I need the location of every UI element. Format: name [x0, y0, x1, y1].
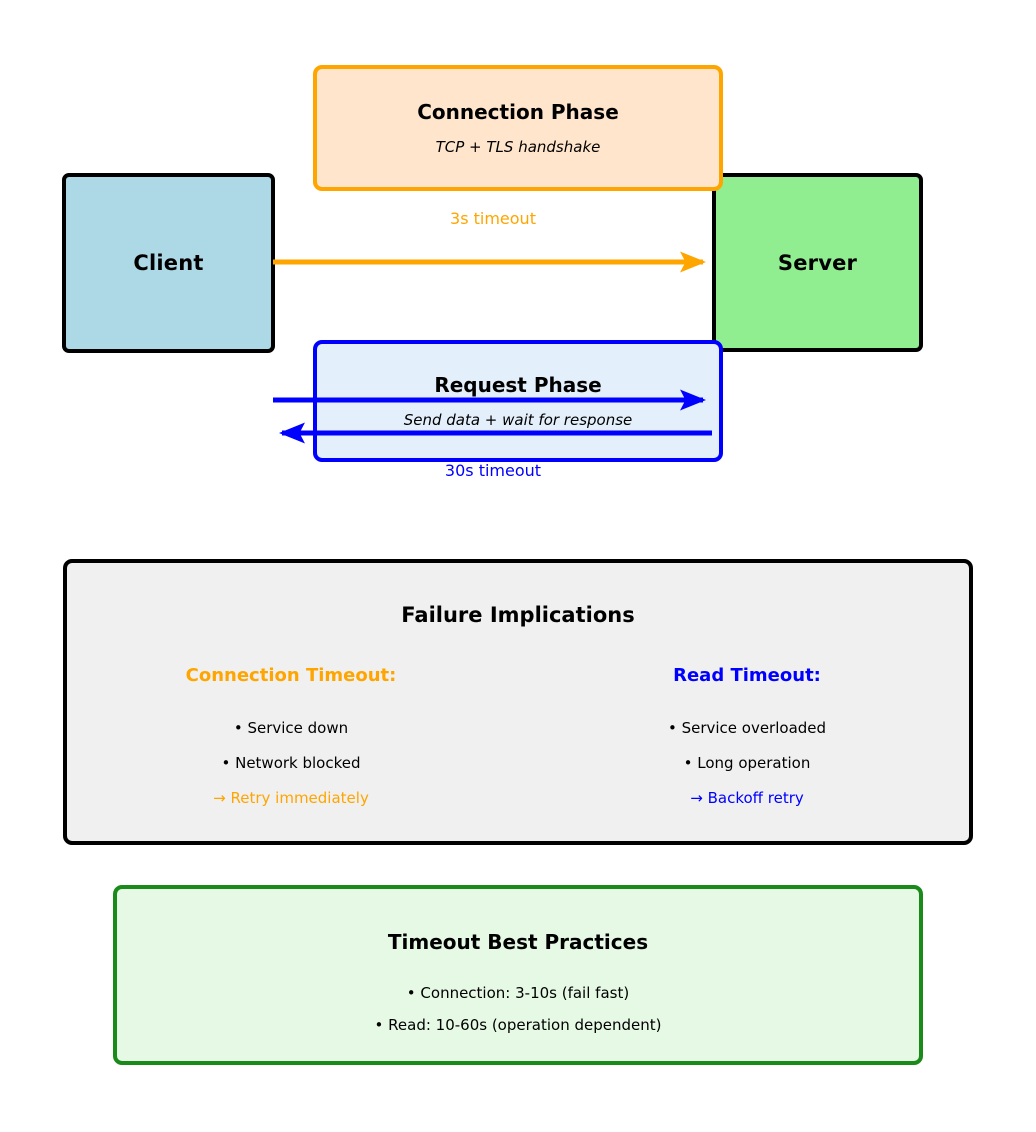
failure-list-item: • Long operation: [683, 754, 811, 772]
best-practices-panel: Timeout Best Practices • Connection: 3-1…: [113, 885, 923, 1065]
client-node: Client: [62, 173, 275, 353]
connection-timeout-label: 3s timeout: [450, 209, 536, 228]
failure-column-title: Read Timeout:: [673, 665, 821, 686]
failure-implications-panel: Failure Implications Connection Timeout:…: [63, 559, 973, 845]
failure-action-text: → Retry immediately: [213, 789, 369, 807]
server-node: Server: [712, 173, 923, 352]
best-practices-title: Timeout Best Practices: [387, 930, 649, 954]
failure-list-item: • Network blocked: [221, 754, 361, 772]
server-label: Server: [777, 250, 858, 275]
failure-column-read-timeout: Read Timeout: • Service overloaded • Lon…: [537, 665, 957, 807]
failure-panel-title: Failure Implications: [401, 603, 635, 627]
request-timeout-label: 30s timeout: [444, 461, 542, 480]
failure-column-connection-timeout: Connection Timeout: • Service down • Net…: [81, 665, 501, 807]
best-practice-item: • Connection: 3-10s (fail fast): [406, 984, 630, 1002]
failure-action-text: → Backoff retry: [690, 789, 804, 807]
connection-phase-subtitle: TCP + TLS handshake: [435, 138, 601, 156]
best-practice-item: • Read: 10-60s (operation dependent): [374, 1016, 662, 1034]
failure-list-item: • Service down: [233, 719, 349, 737]
connection-phase-box: Connection Phase TCP + TLS handshake: [313, 65, 723, 191]
client-label: Client: [133, 251, 204, 275]
connection-phase-title: Connection Phase: [417, 100, 619, 124]
failure-list-item: • Service overloaded: [667, 719, 827, 737]
failure-column-title: Connection Timeout:: [185, 665, 397, 686]
